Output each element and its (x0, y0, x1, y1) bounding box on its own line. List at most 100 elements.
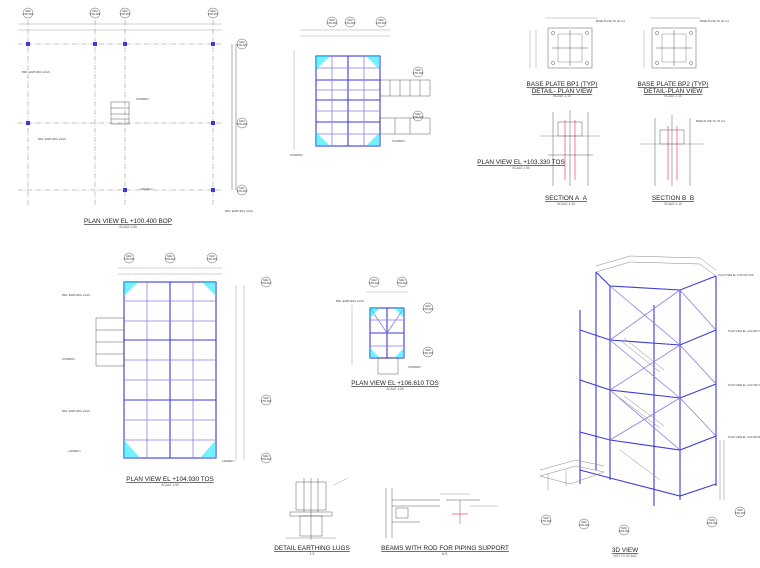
ladder-note: LADDER 1 (222, 459, 235, 463)
grid-ref: STR-300 (165, 257, 176, 261)
grid-tag: MA2 (425, 348, 431, 352)
grid-ref: STR-300 (237, 43, 248, 47)
grid-ref: STR-300 (413, 71, 424, 75)
grid-ref: STR-300 (124, 257, 135, 261)
grid-ref: STR-300 (423, 307, 434, 311)
grid-ref: STR-300 (579, 523, 590, 527)
view-title: PLAN VIEW EL +106.610 TOS (351, 380, 438, 387)
grid-tag: MA2 (167, 254, 173, 258)
view-title: SECTION A_A (545, 195, 588, 202)
grid-ref: STR-300 (120, 12, 131, 16)
grid-ref: STR-300 (423, 351, 434, 355)
grid-ref: STR-300 (261, 399, 272, 403)
grid-ref: STR-300 (735, 511, 746, 515)
grid-tag: MA2 (263, 278, 269, 282)
view-title: PLAN VIEW EL +104.930 TOS (126, 476, 213, 483)
view-title: BEAMS WITH ROD FOR PIPING SUPPORT (381, 545, 509, 552)
view-scale: SCALE 1:50 (119, 225, 137, 229)
section-b-b: BASE PLATE TH. 20 mm SECTION B_B SCALE 1… (640, 115, 725, 206)
view-title-line2: DETAIL- PLAN VIEW (532, 88, 594, 95)
base-plate-note: BASE PLATE TH. 20 mm (596, 19, 625, 23)
grid-ref: STR-300 (541, 519, 552, 523)
plan-view-106-610: MA2 STR-300 MA2 STR-300 MA2 STR-300 MA2 … (336, 276, 439, 391)
stairway-note: STAIRWAY (62, 357, 75, 361)
grid-tag: MA2 (239, 186, 245, 190)
grid-ref: STR-300 (369, 281, 380, 285)
base-plate-bp2-detail: BASE PLATE TH. 20 mm BASE PLATE BP2 (TYP… (638, 17, 729, 98)
view-title: DETAIL EARTHING LUGS (274, 545, 350, 552)
grid-tag: MA2 (621, 526, 627, 530)
grid-tag: MA2 (239, 119, 245, 123)
grid-ref: STR-300 (397, 281, 408, 285)
grid-tag: MA2 (209, 254, 215, 258)
grid-ref: STR-300 (90, 12, 101, 16)
grid-tag: MA2 (347, 18, 353, 22)
grid-ref: STR-300 (707, 521, 718, 525)
view-scale: SCALE 1:10 (664, 94, 682, 98)
grid-tag: MA2 (425, 304, 431, 308)
elevation-note: PLAN VIEW EL +106.610 TOS (718, 273, 754, 277)
grid-ref: STR-300 (237, 189, 248, 193)
stairway-note: STAIRWAY (408, 365, 421, 369)
grid-tag: MA2 (122, 9, 128, 13)
elevation-note: PLAN VIEW EL +100.400 BOP (728, 435, 760, 439)
grid-ref: STR-300 (327, 21, 338, 25)
grid-tag: MA2 (415, 68, 421, 72)
grid-ref: STR-300 (208, 12, 219, 16)
earthing-note: BKD. EARTHING LUGS (336, 299, 364, 303)
elevation-note: PLAN VIEW EL +103.330 TOS (728, 383, 760, 387)
plan-view-103-330: MA2 STR-300 MA2 STR-300 MA2 STR-300 MA2 … (290, 16, 565, 170)
grid-ref: STR-300 (413, 115, 424, 119)
view-title: 3D VIEW (612, 547, 639, 554)
view-scale: NOT TO SCALE (613, 554, 636, 558)
ladder-note: LADDER 1 (68, 449, 81, 453)
earthing-note: BKD. EARTHING LUGS (22, 70, 50, 74)
beams-with-rod-detail: BEAMS WITH ROD FOR PIPING SUPPORT N.S. (381, 488, 509, 556)
view-scale: 1:5 (310, 552, 315, 556)
plan-view-104-930: MA2 STR-300 MA2 STR-300 MA2 STR-300 MA2 … (62, 252, 272, 487)
grid-tag: MA2 (399, 278, 405, 282)
grid-tag: MA2 (709, 518, 715, 522)
grid-tag: MA2 (378, 18, 384, 22)
grid-ref: STR-300 (207, 257, 218, 261)
base-plate-note: BASE PLATE TH. 20 mm (696, 119, 725, 123)
grid-tag: MA2 (263, 396, 269, 400)
grid-tag: MA2 (25, 9, 31, 13)
earthing-note: BKD. EARTHING LUGS (62, 409, 90, 413)
grid-tag: MA2 (415, 112, 421, 116)
grid-ref: STR-300 (345, 21, 356, 25)
grid-ref: STR-300 (619, 529, 630, 533)
stairway-note: STAIRWAY (392, 139, 405, 143)
earthing-note: BKD. EARTHING LUGS (38, 137, 66, 141)
grid-ref: STR-300 (237, 122, 248, 126)
view-scale: SCALE 1:10 (553, 94, 571, 98)
grid-tag: MA2 (737, 508, 743, 512)
grid-ref: STR-300 (376, 21, 387, 25)
earthing-note: BKD. EARTHING LUGS (62, 293, 90, 297)
view-title: PLAN VIEW EL +103.330 TOS (477, 159, 564, 166)
view-scale: SCALE 1:50 (161, 483, 179, 487)
view-title: PLAN VIEW EL +100.400 BOP (84, 218, 172, 225)
stairway-note: STAIRWAY (136, 97, 149, 101)
grid-tag: MA2 (581, 520, 587, 524)
grid-tag: MA2 (371, 278, 377, 282)
view-scale: SCALE 1:50 (386, 387, 404, 391)
ladder-note: LADDER 1 (140, 187, 153, 191)
grid-tag: MA2 (543, 516, 549, 520)
view-scale: SCALE 1:10 (664, 202, 682, 206)
plan-view-100-400: MA2 STR-300 MA2 STR-300 MA2 STR-300 MA2 … (18, 7, 253, 229)
grid-tag: MA2 (329, 18, 335, 22)
grid-tag: MA2 (126, 254, 132, 258)
view-title-line2: DETAIL-PLAN VIEW (644, 88, 704, 95)
section-a-a: SECTION A_A SCALE 1:10 (540, 110, 600, 206)
grid-ref: STR-300 (23, 12, 34, 16)
view-scale: SCALE 1:10 (557, 202, 575, 206)
stairway-note: STAIRWAY (290, 153, 303, 157)
grid-ref: STR-300 (261, 281, 272, 285)
view-title: SECTION B_B (652, 195, 694, 202)
view-title: BASE PLATE BP2 (TYP) (638, 81, 709, 88)
earthing-note: BKD. EARTHING LUGS (225, 209, 253, 213)
base-plate-note: BASE PLATE TH. 20 mm (700, 19, 729, 23)
